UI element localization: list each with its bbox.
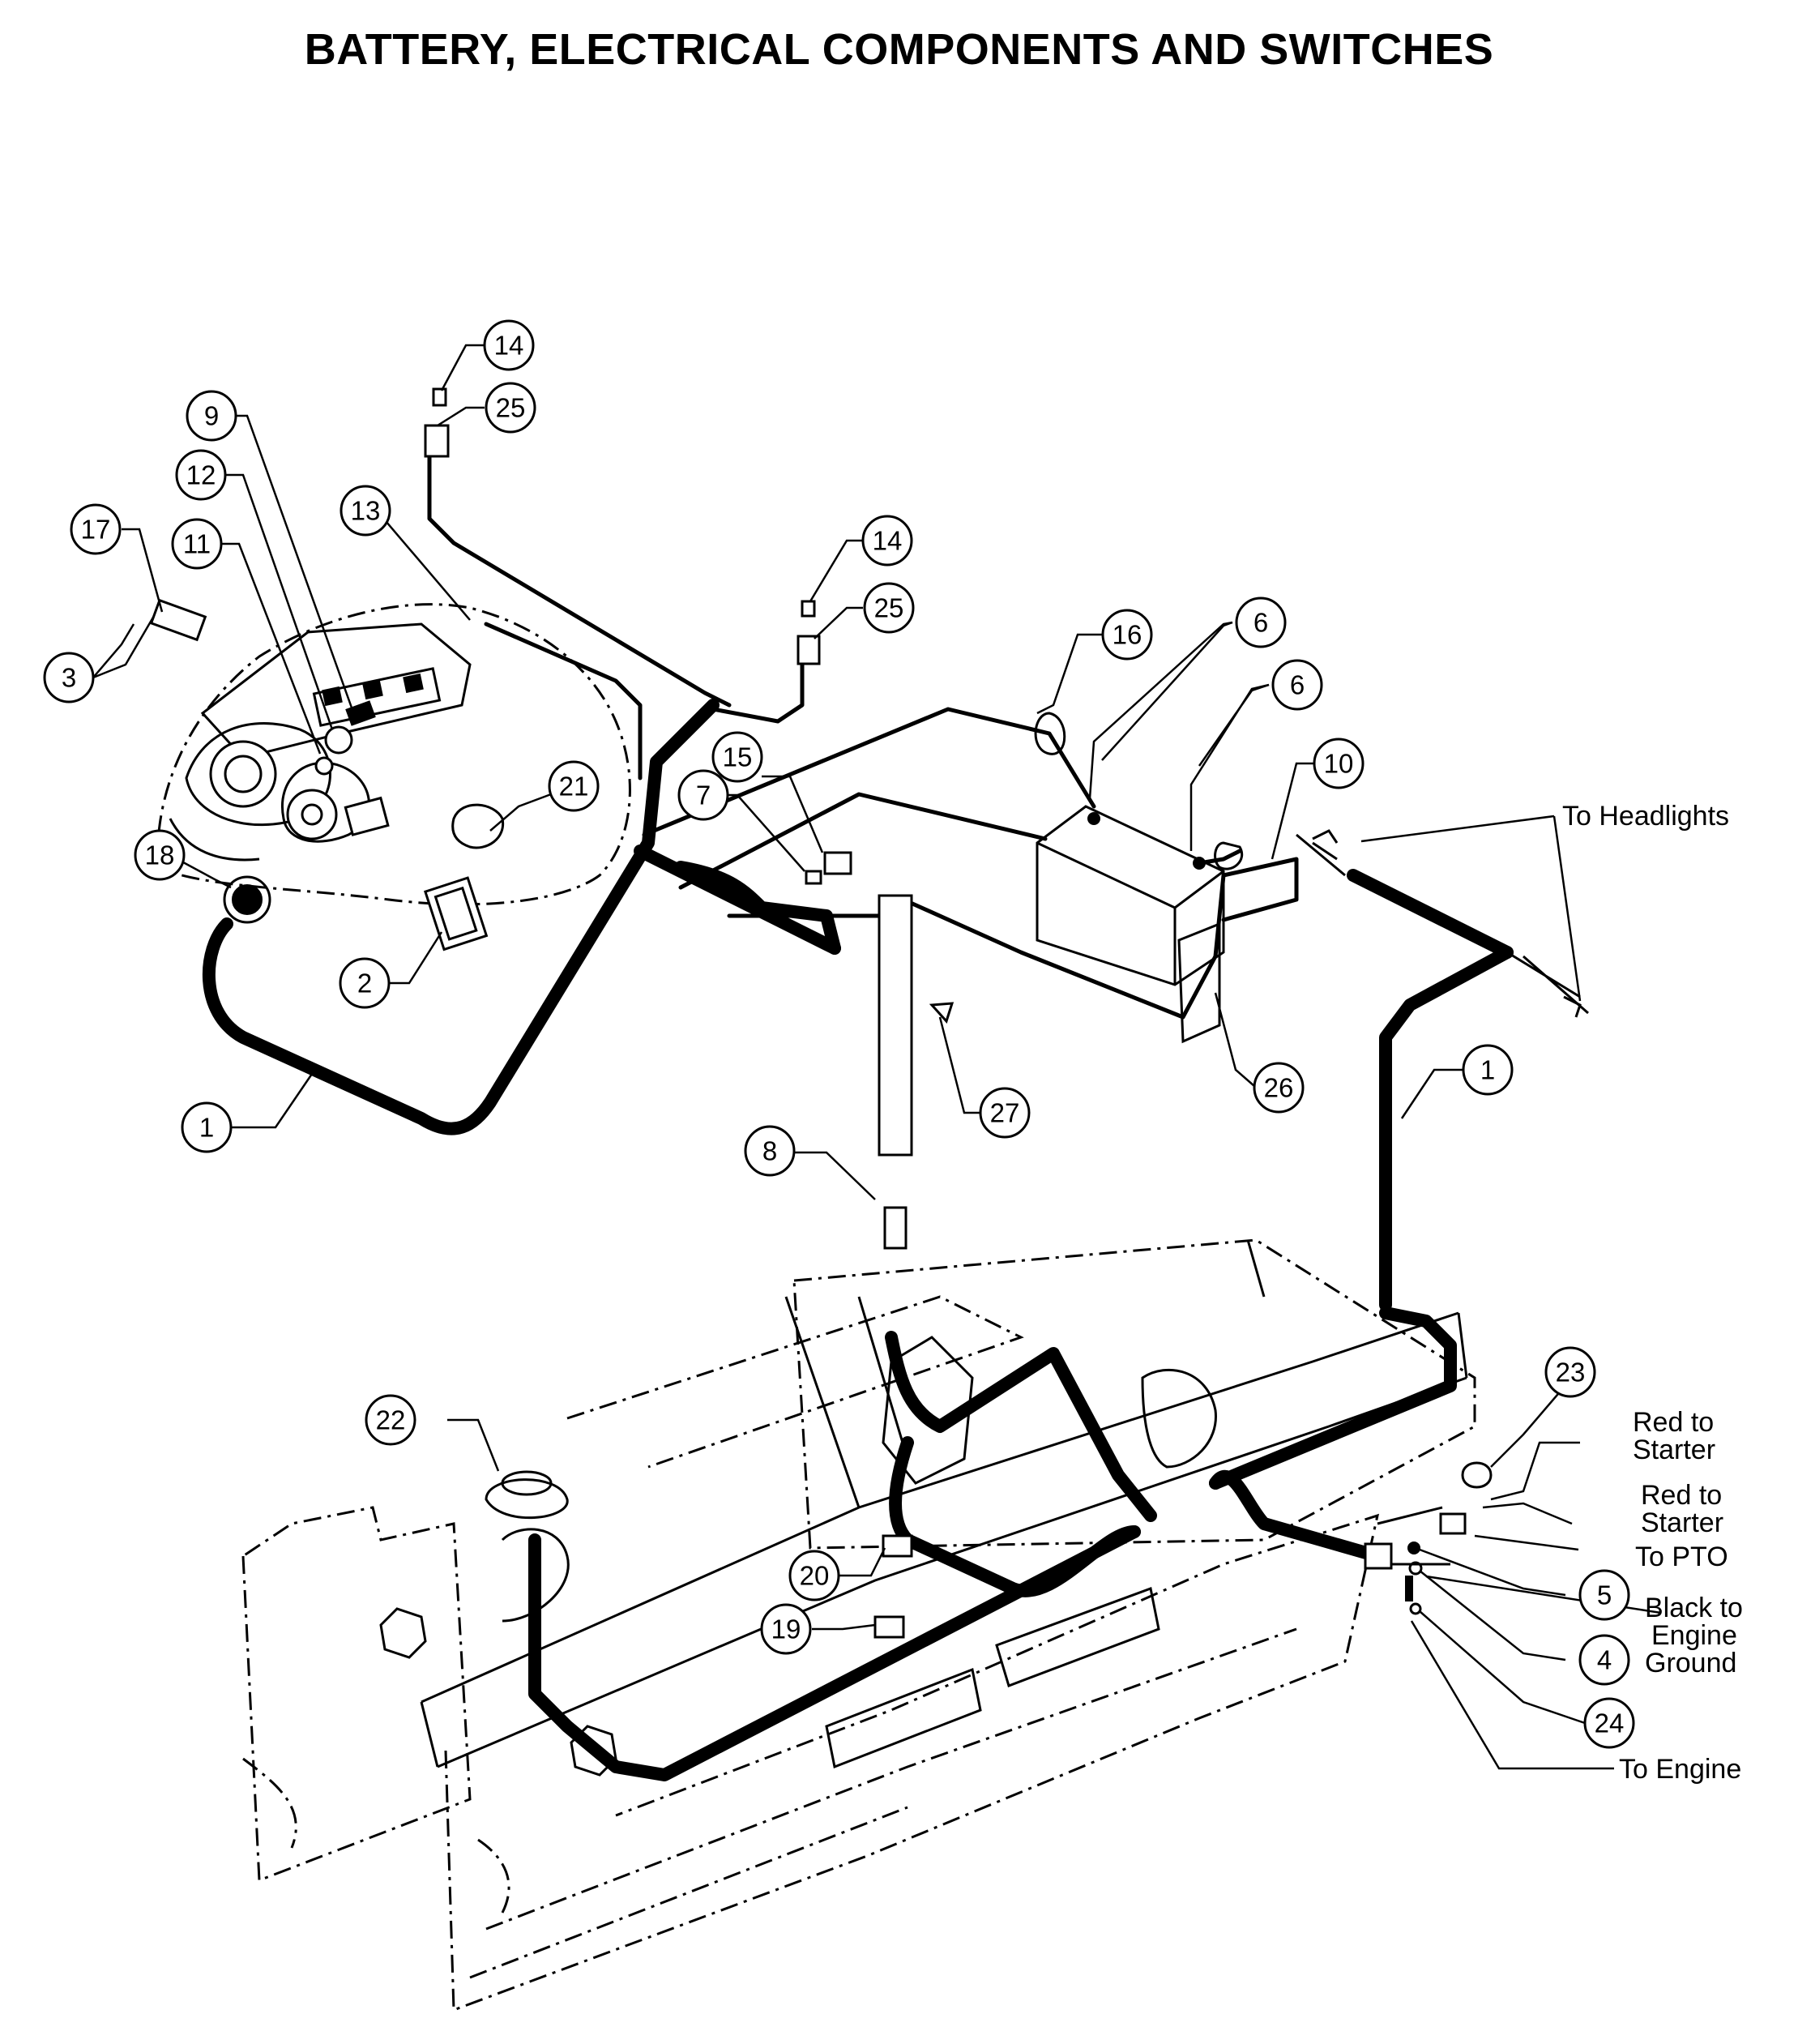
label-black-to-engine-ground-b: Engine bbox=[1651, 1620, 1737, 1651]
callout-25: 25 bbox=[485, 382, 536, 434]
label-red-to-starter-1b: Starter bbox=[1633, 1435, 1715, 1465]
svg-text:13: 13 bbox=[351, 496, 381, 526]
label-black-to-engine-ground-c: Ground bbox=[1645, 1648, 1736, 1678]
svg-text:7: 7 bbox=[696, 780, 711, 810]
callout-6: 6 bbox=[1235, 597, 1287, 648]
label-to-pto: To PTO bbox=[1635, 1542, 1728, 1572]
connection-labels: To Headlights Red to Starter Red to Star… bbox=[1562, 801, 1743, 1785]
label-to-headlights: To Headlights bbox=[1562, 801, 1729, 832]
svg-text:14: 14 bbox=[873, 526, 903, 556]
callout-27: 27 bbox=[979, 1087, 1031, 1139]
svg-text:15: 15 bbox=[723, 742, 753, 772]
svg-text:4: 4 bbox=[1597, 1645, 1612, 1675]
svg-text:18: 18 bbox=[145, 840, 175, 870]
callout-1: 1 bbox=[181, 1101, 233, 1153]
callout-6: 6 bbox=[1271, 659, 1323, 711]
callout-5: 5 bbox=[1578, 1569, 1630, 1621]
svg-text:5: 5 bbox=[1597, 1580, 1612, 1610]
callout-14: 14 bbox=[483, 319, 535, 371]
svg-text:19: 19 bbox=[771, 1614, 801, 1644]
callout-26: 26 bbox=[1253, 1062, 1305, 1114]
callout-22: 22 bbox=[365, 1394, 416, 1446]
leader-lines bbox=[92, 344, 1662, 1770]
callout-19: 19 bbox=[760, 1603, 812, 1655]
svg-text:21: 21 bbox=[559, 772, 589, 802]
callout-21: 21 bbox=[548, 760, 600, 812]
callout-8: 8 bbox=[744, 1125, 796, 1177]
label-red-to-starter-1a: Red to bbox=[1633, 1407, 1714, 1438]
svg-text:1: 1 bbox=[1480, 1055, 1495, 1085]
callout-bubbles: 14 25 9 12 13 17 11 14 25 16 6 6 3 15 10… bbox=[43, 319, 1635, 1749]
small-parts-drawing bbox=[149, 387, 1582, 1639]
svg-text:9: 9 bbox=[204, 401, 219, 431]
svg-text:2: 2 bbox=[357, 969, 372, 998]
svg-text:11: 11 bbox=[183, 529, 211, 559]
label-red-to-starter-2b: Starter bbox=[1641, 1507, 1723, 1538]
svg-text:24: 24 bbox=[1595, 1708, 1625, 1738]
svg-text:22: 22 bbox=[376, 1405, 406, 1435]
svg-text:20: 20 bbox=[800, 1561, 830, 1591]
chassis-frame-drawing bbox=[241, 1238, 1476, 2012]
svg-text:23: 23 bbox=[1556, 1358, 1586, 1388]
svg-text:17: 17 bbox=[81, 515, 111, 545]
callout-7: 7 bbox=[677, 769, 729, 821]
callout-15: 15 bbox=[711, 731, 763, 783]
callout-24: 24 bbox=[1583, 1697, 1635, 1749]
diagram-title: BATTERY, ELECTRICAL COMPONENTS AND SWITC… bbox=[304, 25, 1494, 74]
callout-14: 14 bbox=[861, 515, 913, 567]
svg-text:6: 6 bbox=[1253, 608, 1268, 638]
callout-4: 4 bbox=[1578, 1634, 1630, 1686]
callout-11: 11 bbox=[171, 518, 223, 570]
svg-text:27: 27 bbox=[990, 1098, 1020, 1128]
callout-20: 20 bbox=[788, 1550, 840, 1601]
svg-text:10: 10 bbox=[1324, 749, 1354, 779]
svg-text:1: 1 bbox=[199, 1113, 214, 1143]
svg-text:25: 25 bbox=[874, 593, 904, 623]
label-to-engine: To Engine bbox=[1619, 1754, 1741, 1785]
callout-18: 18 bbox=[134, 829, 186, 881]
callout-12: 12 bbox=[175, 449, 227, 501]
label-red-to-starter-2a: Red to bbox=[1641, 1480, 1722, 1511]
callout-17: 17 bbox=[70, 503, 122, 555]
callout-1: 1 bbox=[1462, 1044, 1514, 1096]
callout-25: 25 bbox=[863, 582, 915, 634]
svg-text:16: 16 bbox=[1113, 620, 1142, 650]
svg-text:6: 6 bbox=[1290, 670, 1305, 700]
callout-10: 10 bbox=[1313, 738, 1365, 789]
svg-text:12: 12 bbox=[186, 460, 216, 490]
svg-text:26: 26 bbox=[1264, 1073, 1294, 1103]
wiring-harness-drawing bbox=[202, 451, 1589, 1781]
svg-text:3: 3 bbox=[62, 663, 76, 693]
label-black-to-engine-ground-a: Black to bbox=[1645, 1593, 1743, 1623]
callout-13: 13 bbox=[340, 485, 391, 537]
callout-2: 2 bbox=[339, 957, 391, 1009]
dash-panel-drawing bbox=[156, 603, 631, 906]
callout-3: 3 bbox=[43, 652, 95, 703]
callout-23: 23 bbox=[1544, 1346, 1596, 1398]
battery-drawing bbox=[1034, 712, 1243, 1044]
callout-16: 16 bbox=[1101, 609, 1153, 661]
svg-text:25: 25 bbox=[496, 393, 526, 423]
svg-text:14: 14 bbox=[494, 331, 524, 361]
svg-text:8: 8 bbox=[762, 1136, 777, 1166]
callout-9: 9 bbox=[186, 390, 237, 442]
